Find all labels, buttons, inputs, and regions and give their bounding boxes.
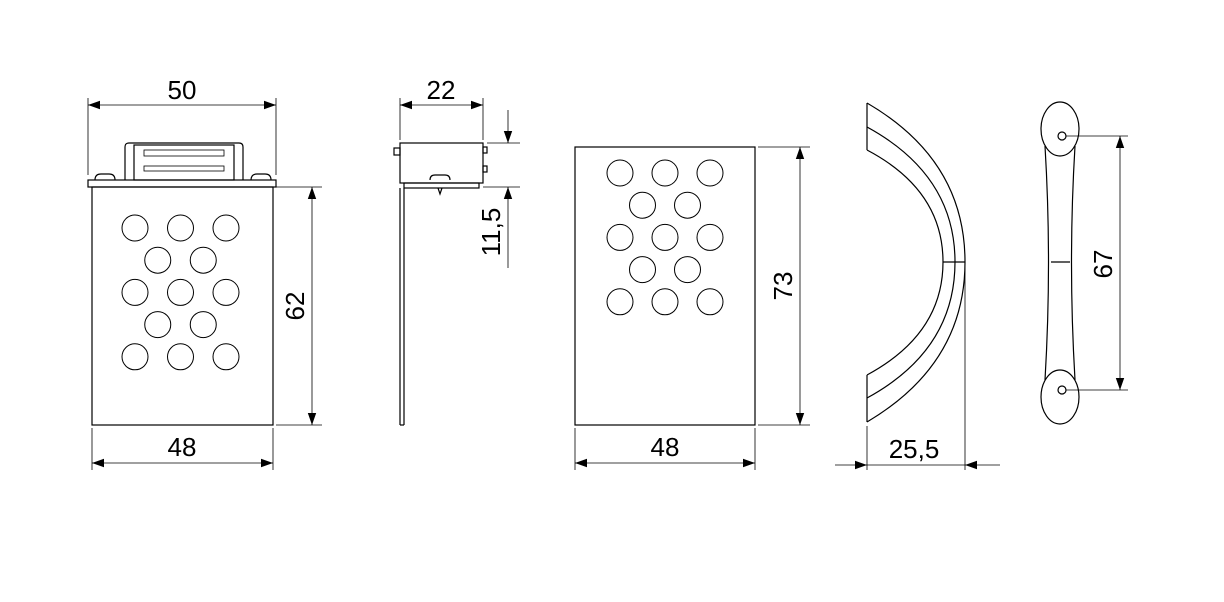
hole [696,288,724,316]
screw-head-right [250,173,272,181]
hole [189,246,217,274]
hole [606,159,634,187]
base-bar [87,179,277,188]
hole [629,256,656,284]
hole [189,311,217,339]
dim-plate-height: 73 [768,272,798,301]
front-plate-view: 48 73 [574,146,810,470]
hole [167,214,194,242]
hole [212,214,240,242]
dim-hole-spacing: 67 [1088,250,1118,279]
dim-width-bottom: 48 [168,432,197,462]
dim-clip-height: 11,5 [476,208,506,257]
hole [651,159,679,187]
side-view: 22 11,5 [393,75,520,426]
dim-plate-width: 48 [651,432,680,462]
hole-pattern [121,214,240,371]
dim-width-top: 50 [168,75,197,105]
hole [167,343,194,371]
screw-head-left [94,173,116,181]
clip-side [399,142,484,184]
hole [606,288,634,316]
side-profile-view: 67 [1040,101,1128,425]
hole [651,223,679,251]
hole [212,343,240,371]
front-view-with-clip: 50 48 62 [87,75,322,470]
hole [121,278,149,306]
plate-outline [574,146,756,426]
hole-pattern [606,159,724,316]
hole [674,256,701,284]
hole [144,246,172,274]
curved-profile-view: 25,5 [835,102,1000,470]
dim-profile-depth: 25,5 [889,434,940,464]
hole [121,214,149,242]
clip-body [124,142,244,180]
hole [167,278,194,306]
hole [629,191,656,219]
hole [121,343,149,371]
hole [674,191,701,219]
hole [606,223,634,251]
hole [144,311,172,339]
hole [696,223,724,251]
hole [696,159,724,187]
hole [212,278,240,306]
hole [651,288,679,316]
dim-height: 62 [280,292,310,321]
dim-depth: 22 [427,75,456,105]
